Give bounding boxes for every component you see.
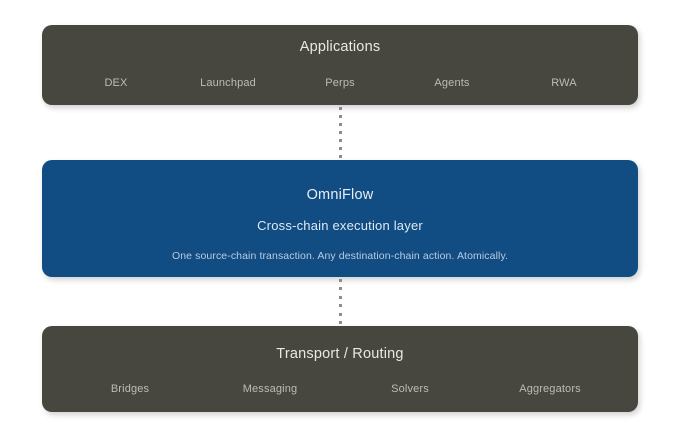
connector-dot [338, 287, 342, 291]
connector-dot [338, 295, 342, 299]
layer-title-omniflow: OmniFlow [306, 187, 374, 203]
layer-panel-omniflow[interactable]: OmniFlow Cross-chain execution layer One… [42, 160, 638, 277]
connector-dot [338, 131, 342, 134]
connector-apps-to-omniflow [42, 107, 638, 158]
layer-panel-applications[interactable]: Applications DEX Launchpad Perps Agents … [42, 25, 638, 105]
layer-tagline-omniflow: One source-chain transaction. Any destin… [171, 250, 509, 262]
chip-agents[interactable]: Agents [434, 77, 470, 89]
connector-dot [338, 304, 342, 308]
chip-row-applications: DEX Launchpad Perps Agents RWA [42, 77, 638, 89]
layer-panel-transport-routing[interactable]: Transport / Routing Bridges Messaging So… [42, 326, 638, 412]
chip-bridges[interactable]: Bridges [110, 383, 150, 395]
connector-dot [338, 147, 342, 150]
connector-dot [338, 155, 342, 158]
chip-solvers[interactable]: Solvers [391, 383, 429, 395]
connector-dot [338, 320, 342, 324]
chip-perps[interactable]: Perps [325, 77, 355, 89]
chip-aggregators[interactable]: Aggregators [519, 383, 581, 395]
connector-dot [338, 312, 342, 316]
chip-dex[interactable]: DEX [104, 77, 128, 89]
connector-dot [338, 123, 342, 126]
chip-row-transport-routing: Bridges Messaging Solvers Aggregators [42, 383, 638, 395]
layer-title-transport-routing: Transport / Routing [276, 346, 404, 362]
connector-dot [338, 115, 342, 118]
connector-omniflow-to-transport [42, 279, 638, 324]
layer-stack-diagram: Applications DEX Launchpad Perps Agents … [42, 25, 638, 412]
layer-title-applications: Applications [299, 39, 381, 55]
layer-subtitle-omniflow: Cross-chain execution layer [257, 218, 423, 233]
chip-rwa[interactable]: RWA [551, 77, 577, 89]
connector-dot [338, 279, 342, 282]
connector-dot [338, 107, 342, 110]
chip-launchpad[interactable]: Launchpad [200, 77, 256, 89]
chip-messaging[interactable]: Messaging [242, 383, 298, 395]
connector-dot [338, 139, 342, 142]
